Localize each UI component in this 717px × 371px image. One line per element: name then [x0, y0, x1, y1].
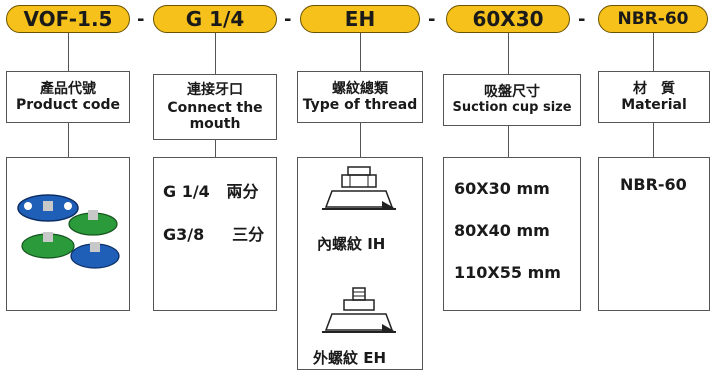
- product-photo-panel: [6, 157, 130, 311]
- title-zh: 材 質: [633, 81, 675, 97]
- thread-size-panel: [153, 157, 277, 311]
- title-zh: 螺紋總類: [332, 81, 388, 97]
- title-zh: 產品代號: [40, 81, 96, 97]
- thread-size-option-2: G3/8 三分: [163, 221, 264, 245]
- connector: [508, 33, 509, 74]
- material-option-1: NBR-60: [620, 175, 687, 194]
- thread-size-option-1: G 1/4 兩分: [163, 178, 259, 202]
- thread-type-option-2: 外螺紋 EH: [313, 349, 387, 367]
- title-en: Suction cup size: [452, 100, 572, 115]
- connector: [360, 33, 361, 71]
- code-part-material: NBR-60: [598, 5, 708, 33]
- separator-2: -: [284, 9, 292, 30]
- connector: [68, 33, 69, 71]
- title-connect-mouth: 連接牙口 Connect the mouth: [153, 74, 277, 140]
- title-cup-size: 吸盤尺寸 Suction cup size: [443, 74, 581, 126]
- connector: [215, 33, 216, 74]
- title-product-code: 產品代號 Product code: [6, 71, 130, 123]
- title-en: Product code: [15, 97, 121, 113]
- separator-3: -: [428, 9, 436, 30]
- title-material: 材 質 Material: [598, 71, 710, 123]
- title-en: Type of thread: [302, 97, 418, 113]
- code-part-model: VOF-1.5: [6, 5, 130, 33]
- title-en: Material: [621, 97, 687, 113]
- connector: [653, 33, 654, 71]
- size-label-zh: 三分: [232, 225, 265, 244]
- separator-1: -: [137, 9, 145, 30]
- material-panel: [598, 157, 710, 311]
- cup-size-panel: [443, 157, 581, 311]
- connector: [68, 123, 69, 157]
- connector: [360, 123, 361, 157]
- cup-size-option-2: 80X40 mm: [454, 221, 550, 240]
- thread-type-option-1: 內螺紋 IH: [317, 235, 386, 253]
- code-part-thread-size: G 1/4: [153, 5, 277, 33]
- title-zh: 吸盤尺寸: [484, 84, 540, 100]
- size-label: G 1/4: [163, 182, 210, 201]
- product-photo: [17, 194, 120, 269]
- title-en: Connect the mouth: [167, 100, 263, 132]
- external-thread-icon: [322, 287, 396, 333]
- size-label-zh: 兩分: [226, 182, 259, 201]
- size-label: G3/8: [163, 225, 205, 244]
- internal-thread-icon: [322, 166, 396, 210]
- title-zh: 連接牙口: [187, 82, 243, 98]
- connector: [508, 126, 509, 157]
- connector: [215, 140, 216, 157]
- separator-4: -: [578, 9, 586, 30]
- title-thread-type: 螺紋總類 Type of thread: [297, 71, 423, 123]
- connector: [653, 123, 654, 157]
- thread-type-panel: [297, 157, 423, 370]
- code-part-thread-type: EH: [300, 5, 420, 33]
- code-part-cup-size: 60X30: [446, 5, 570, 33]
- cup-size-option-1: 60X30 mm: [454, 179, 550, 198]
- cup-size-option-3: 110X55 mm: [454, 263, 561, 282]
